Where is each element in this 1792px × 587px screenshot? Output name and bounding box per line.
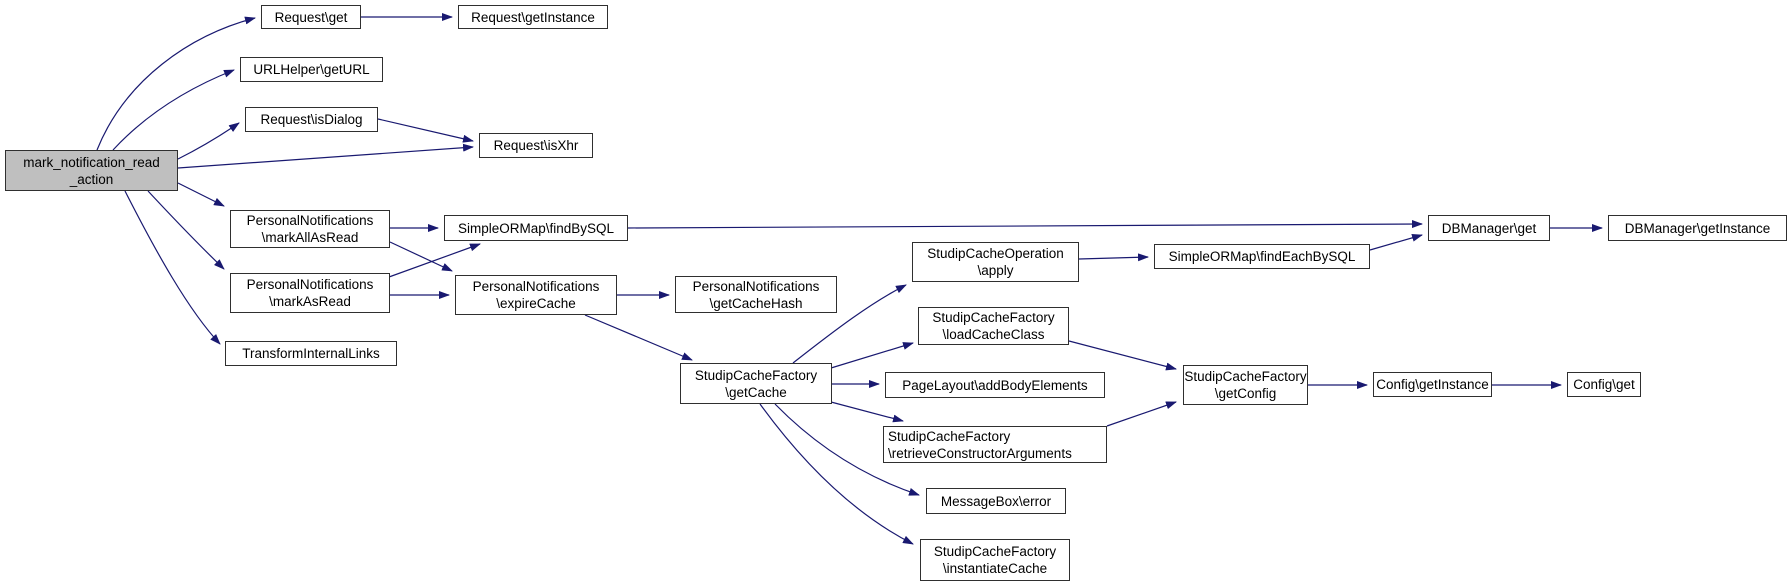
node-label: SimpleORMap\findBySQL	[457, 220, 615, 236]
edge-root-to-transforminternallinks	[124, 190, 221, 345]
node-pn-expirecache[interactable]: PersonalNotifications \expireCache	[455, 275, 617, 315]
node-label: PersonalNotifications	[472, 279, 600, 294]
node-label: \expireCache	[496, 296, 576, 311]
node-scf-retrieveconstructorarguments[interactable]: StudipCacheFactory\retrieveConstructorAr…	[883, 426, 1107, 463]
edge-request-isdialog-to-request-isxhr	[377, 118, 474, 143]
node-label: PageLayout\addBodyElements	[902, 377, 1088, 393]
node-dbmanager-get[interactable]: DBManager\get	[1428, 215, 1550, 241]
node-label: PersonalNotifications	[246, 277, 374, 292]
node-messagebox-error[interactable]: MessageBox\error	[926, 488, 1066, 514]
node-label: Config\get	[1573, 377, 1635, 392]
edge-simpleormap-findbysql-to-dbmanager-get	[627, 220, 1423, 229]
node-root[interactable]: mark_notification_read_action	[5, 150, 178, 191]
node-label: \getCacheHash	[709, 295, 803, 311]
node-scf-getcache[interactable]: StudipCacheFactory\getCache	[680, 363, 832, 404]
edge-pn-expirecache-to-scf-getcache	[584, 314, 693, 361]
edge-simpleormap-findeachbysql-to-dbmanager-get	[1369, 233, 1423, 251]
node-request-get[interactable]: Request\get	[261, 5, 361, 29]
edge-root-to-pn-markasread	[147, 190, 225, 270]
node-label: DBManager\getInstance	[1624, 220, 1771, 236]
node-scf-loadcacheclass[interactable]: StudipCacheFactory \loadCacheClass	[918, 307, 1069, 345]
node-dbmanager-getinstance[interactable]: DBManager\getInstance	[1608, 215, 1787, 241]
edge-scf-loadcacheclass-to-scf-getconfig	[1068, 340, 1177, 371]
node-transforminternallinks[interactable]: TransformInternalLinks	[225, 341, 397, 366]
node-label: Request\get	[274, 9, 348, 25]
node-label: \markAllAsRead	[261, 230, 359, 245]
node-label: \instantiateCache	[942, 561, 1048, 576]
edge-scf-getcache-to-scf-loadcacheclass	[830, 342, 914, 369]
node-label: StudipCacheFactory	[932, 310, 1055, 325]
node-label: Request\isXhr	[493, 138, 579, 153]
node-label: StudipCacheFactory	[694, 367, 818, 383]
node-config-getinstance[interactable]: Config\getInstance	[1373, 372, 1492, 397]
edge-scf-getcache-to-scf-instantiatecache	[759, 403, 914, 545]
node-pn-markasread[interactable]: PersonalNotifications \markAsRead	[230, 273, 390, 313]
node-label: StudipCacheFactory	[888, 428, 1011, 444]
node-sco-apply[interactable]: StudipCacheOperation \apply	[912, 242, 1079, 282]
node-label: MessageBox\error	[940, 493, 1052, 509]
node-simpleormap-findbysql[interactable]: SimpleORMap\findBySQL	[444, 215, 628, 241]
edge-scf-retrieveconstructorarguments-to-scf-getconfig	[1106, 401, 1177, 427]
edge-root-to-urlhelper-geturl	[112, 69, 235, 151]
node-label: Request\getInstance	[471, 9, 595, 25]
edge-pn-markallasread-to-pn-expirecache	[389, 241, 453, 272]
edge-root-to-request-isxhr	[177, 143, 474, 169]
node-label: _action	[69, 171, 114, 187]
node-label: DBManager\get	[1441, 220, 1537, 236]
node-label: StudipCacheOperation	[927, 246, 1064, 261]
node-label: Request\isDialog	[260, 112, 363, 127]
node-label: \getCache	[725, 384, 787, 400]
node-label: URLHelper\getURL	[253, 62, 370, 77]
edge-pn-markasread-to-simpleormap-findbysql	[388, 243, 481, 278]
node-label: PersonalNotifications	[246, 213, 374, 228]
node-simpleormap-findeachbysql[interactable]: SimpleORMap\findEachBySQL	[1154, 244, 1370, 269]
node-label: \getConfig	[1214, 386, 1277, 401]
node-scf-getconfig[interactable]: StudipCacheFactory \getConfig	[1183, 365, 1308, 405]
edge-root-to-request-isdialog	[177, 122, 240, 160]
node-request-isdialog[interactable]: Request\isDialog	[245, 107, 378, 132]
node-label: \markAsRead	[269, 294, 351, 309]
edge-root-to-pn-markallasread	[177, 182, 225, 207]
node-pn-markallasread[interactable]: PersonalNotifications \markAllAsRead	[230, 210, 390, 248]
node-label: StudipCacheFactory	[1184, 369, 1307, 384]
node-label: PersonalNotifications	[692, 278, 820, 294]
node-label: mark_notification_read	[23, 154, 160, 170]
node-urlhelper-geturl[interactable]: URLHelper\getURL	[240, 57, 383, 82]
node-label: \retrieveConstructorArguments	[888, 445, 1072, 461]
node-label: SimpleORMap\findEachBySQL	[1168, 249, 1356, 264]
node-label: \apply	[977, 263, 1014, 278]
edge-scf-getcache-to-scf-retrieveconstructorarguments	[830, 401, 904, 423]
edge-scf-getcache-to-sco-apply	[792, 284, 907, 364]
node-label: \loadCacheClass	[942, 327, 1045, 342]
node-config-get[interactable]: Config\get	[1567, 372, 1641, 397]
node-label: Config\getInstance	[1376, 377, 1489, 392]
node-scf-instantiatecache[interactable]: StudipCacheFactory \instantiateCache	[920, 539, 1070, 581]
node-request-getinstance[interactable]: Request\getInstance	[458, 5, 608, 29]
edge-scf-getcache-to-messagebox-error	[774, 403, 920, 496]
edge-root-to-request-get	[96, 16, 256, 151]
node-pn-getcachehash[interactable]: PersonalNotifications\getCacheHash	[675, 276, 837, 313]
node-label: TransformInternalLinks	[242, 346, 380, 361]
edge-sco-apply-to-simpleormap-findeachbysql	[1078, 253, 1149, 262]
node-request-isxhr[interactable]: Request\isXhr	[479, 133, 593, 158]
node-pagelayout-addbodyelements[interactable]: PageLayout\addBodyElements	[885, 372, 1105, 398]
node-label: StudipCacheFactory	[933, 544, 1057, 559]
